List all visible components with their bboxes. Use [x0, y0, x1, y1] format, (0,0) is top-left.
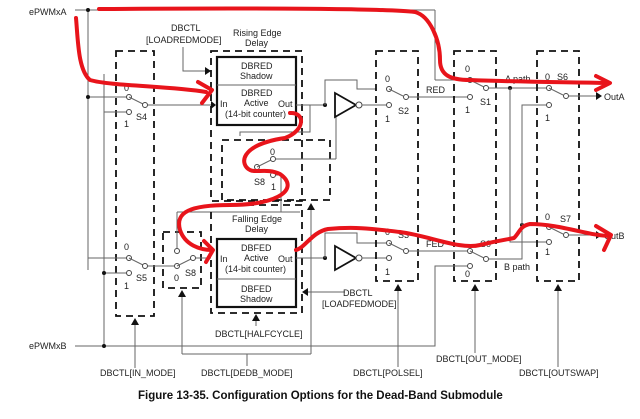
- svg-text:0: 0: [385, 74, 390, 84]
- s1-label: S1: [480, 97, 491, 107]
- svg-text:0: 0: [545, 72, 550, 82]
- loadredmode-line1: DBCTL: [171, 23, 201, 33]
- svg-text:1: 1: [385, 267, 390, 277]
- a-path-label: A path: [505, 74, 531, 84]
- svg-text:DBRED: DBRED: [241, 88, 273, 98]
- svg-text:1: 1: [271, 182, 276, 192]
- svg-text:Active: Active: [244, 253, 269, 263]
- halfcycle-label: DBCTL[HALFCYCLE]: [215, 329, 303, 339]
- out-mode-label: DBCTL[OUT_MODE]: [436, 354, 522, 364]
- svg-text:Out: Out: [278, 99, 293, 109]
- s5-label: S5: [136, 273, 147, 283]
- s4-label: S4: [136, 112, 147, 122]
- inverter-top: [323, 79, 386, 119]
- s6-label: S6: [557, 72, 568, 82]
- svg-text:Rising Edge: Rising Edge: [233, 28, 282, 38]
- switch-s2[interactable]: 0 1 S2: [375, 50, 419, 282]
- loadredmode-line2: [LOADREDMODE]: [146, 35, 222, 45]
- red-annotation-paths: [74, 6, 613, 264]
- svg-text:Delay: Delay: [245, 224, 269, 234]
- falling-edge-delay-block: Falling Edge Delay DBFED Active (14-bit …: [210, 204, 303, 314]
- inverter-bottom: [323, 232, 386, 272]
- epwmxa-label: ePWMxA: [29, 7, 67, 17]
- svg-text:1: 1: [545, 247, 550, 257]
- svg-text:DBFED: DBFED: [241, 243, 272, 253]
- svg-text:0: 0: [270, 147, 275, 157]
- switch-s7[interactable]: 0 1 S7: [545, 212, 571, 257]
- epwmxb-input: ePWMxB: [29, 74, 310, 351]
- switch-s4[interactable]: 0 1 S4: [86, 50, 155, 317]
- s3-label: S3: [398, 230, 409, 240]
- outb-label: OutB: [604, 231, 625, 241]
- annotation-arrow-fed-in: [202, 239, 215, 264]
- svg-text:0: 0: [174, 273, 179, 283]
- svg-text:0: 0: [124, 242, 129, 252]
- loadfedmode-line2: [LOADFEDMODE]: [322, 299, 397, 309]
- outa-label: OutA: [604, 92, 625, 102]
- svg-text:1: 1: [124, 281, 129, 291]
- loadfedmode-line1: DBCTL: [343, 288, 373, 298]
- polsel-label: DBCTL[POLSEL]: [353, 368, 423, 378]
- annotation-path-a-input: [74, 16, 208, 94]
- switch-s5[interactable]: 0 1 S5: [88, 242, 148, 291]
- svg-text:1: 1: [124, 119, 129, 129]
- annotation-arrow-outa: [594, 74, 612, 92]
- switch-s8-bottom[interactable]: 0 S8: [162, 211, 300, 289]
- svg-text:DBRED: DBRED: [241, 61, 273, 71]
- in-mode-label: DBCTL[IN_MODE]: [100, 368, 176, 378]
- svg-text:Falling Edge: Falling Edge: [232, 214, 282, 224]
- annotation-path-through-s8: [177, 111, 303, 252]
- red-label: RED: [426, 85, 446, 95]
- svg-text:(14-bit counter): (14-bit counter): [225, 109, 286, 119]
- svg-text:DBFED: DBFED: [241, 284, 272, 294]
- outswap-label: DBCTL[OUTSWAP]: [519, 368, 599, 378]
- figure-caption: Figure 13-35. Configuration Options for …: [138, 390, 503, 402]
- s7-label: S7: [560, 214, 571, 224]
- rising-edge-delay-block: Rising Edge Delay DBRED Shadow DBRED Act…: [210, 28, 303, 202]
- epwmxb-label: ePWMxB: [29, 341, 67, 351]
- svg-text:0: 0: [545, 212, 550, 222]
- svg-text:(14-bit counter): (14-bit counter): [225, 264, 286, 274]
- annotation-path-a-top: [97, 6, 610, 85]
- svg-text:Shadow: Shadow: [240, 294, 273, 304]
- svg-text:In: In: [220, 99, 228, 109]
- svg-text:Active: Active: [244, 98, 269, 108]
- annotation-arrow-rised-in: [196, 80, 214, 105]
- s2-label: S2: [398, 106, 409, 116]
- svg-text:Out: Out: [278, 254, 293, 264]
- s8-top-label: S8: [254, 177, 265, 187]
- annotation-arrow-outb: [594, 224, 613, 252]
- svg-text:0: 0: [465, 269, 470, 279]
- svg-text:Shadow: Shadow: [240, 71, 273, 81]
- svg-text:0: 0: [124, 83, 129, 93]
- svg-text:1: 1: [465, 105, 470, 115]
- annotation-path-b: [294, 222, 612, 252]
- b-path-label: B path: [504, 262, 530, 272]
- s8-bottom-label: S8: [185, 268, 196, 278]
- svg-text:0: 0: [465, 64, 470, 74]
- dedb-mode-label: DBCTL[DEDB_MODE]: [201, 368, 293, 378]
- svg-text:1: 1: [545, 113, 550, 123]
- fed-label: FED: [426, 239, 445, 249]
- svg-text:1: 1: [385, 114, 390, 124]
- switch-s6[interactable]: 0 1 S6: [536, 50, 580, 282]
- svg-text:Delay: Delay: [245, 38, 269, 48]
- svg-text:In: In: [220, 254, 228, 264]
